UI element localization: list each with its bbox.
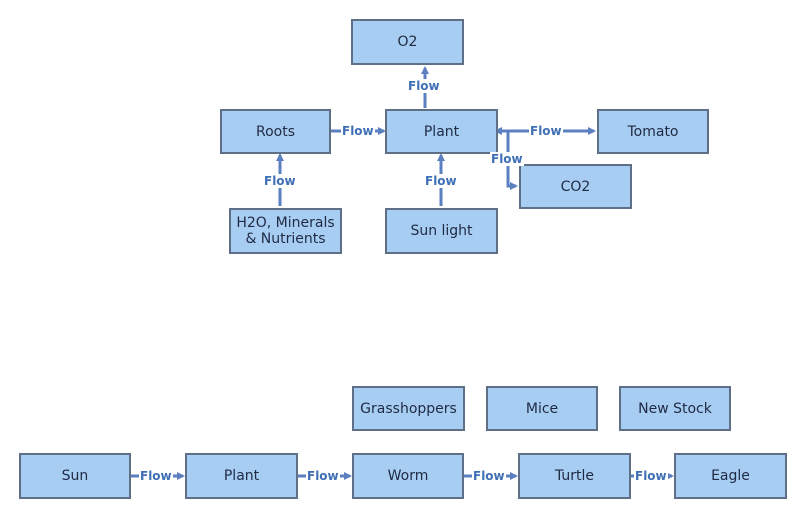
- node-mice-label: Mice: [525, 400, 559, 417]
- node-tomato: Tomato: [597, 109, 709, 154]
- node-eagle-label: Eagle: [711, 468, 750, 484]
- flow-label-plant-co2: Flow: [490, 152, 524, 166]
- flow-label-plant-worm: Flow: [306, 469, 340, 483]
- node-sun-label: Sun: [61, 468, 89, 484]
- flow-label-sunlight-plant: Flow: [424, 174, 458, 188]
- node-plant-bottom-label: Plant: [223, 468, 260, 484]
- node-grasshoppers-label: Grasshoppers: [360, 400, 457, 417]
- node-grasshoppers: Grasshoppers: [352, 386, 465, 431]
- flow-label-plant-o2: Flow: [407, 79, 441, 93]
- node-eagle: Eagle: [674, 453, 787, 499]
- node-tomato-label: Tomato: [627, 123, 679, 140]
- flow-label-roots-plant: Flow: [341, 124, 375, 138]
- node-h2o-label-line2: & Nutrients: [245, 231, 326, 247]
- flow-label-worm-turtle: Flow: [472, 469, 506, 483]
- node-mice: Mice: [486, 386, 598, 431]
- node-turtle: Turtle: [518, 453, 631, 499]
- node-turtle-label: Turtle: [554, 468, 595, 484]
- node-sun: Sun: [19, 453, 131, 499]
- node-new-stock-label: New Stock: [638, 400, 712, 417]
- flow-label-sun-plant: Flow: [139, 469, 173, 483]
- node-h2o-minerals-nutrients: H2O, Minerals & Nutrients: [229, 208, 342, 254]
- flow-label-turtle-eagle: Flow: [634, 469, 668, 483]
- node-o2: O2: [351, 19, 464, 65]
- node-worm: Worm: [352, 453, 464, 499]
- connector-plant-co2: [506, 131, 518, 190]
- node-o2-label: O2: [397, 34, 418, 50]
- node-new-stock: New Stock: [619, 386, 731, 431]
- node-plant-top-label: Plant: [423, 123, 460, 140]
- flow-label-plant-tomato: Flow: [529, 124, 563, 138]
- node-roots: Roots: [220, 109, 331, 154]
- node-co2: CO2: [519, 164, 632, 209]
- node-sun-light: Sun light: [385, 208, 498, 254]
- node-plant-bottom: Plant: [185, 453, 298, 499]
- flow-label-h2o-roots: Flow: [263, 174, 297, 188]
- node-worm-label: Worm: [387, 468, 429, 484]
- node-plant-top: Plant: [385, 109, 498, 154]
- node-co2-label: CO2: [560, 178, 591, 195]
- node-roots-label: Roots: [255, 123, 295, 140]
- node-sun-light-label: Sun light: [410, 223, 473, 239]
- node-h2o-label-line1: H2O, Minerals: [236, 215, 335, 231]
